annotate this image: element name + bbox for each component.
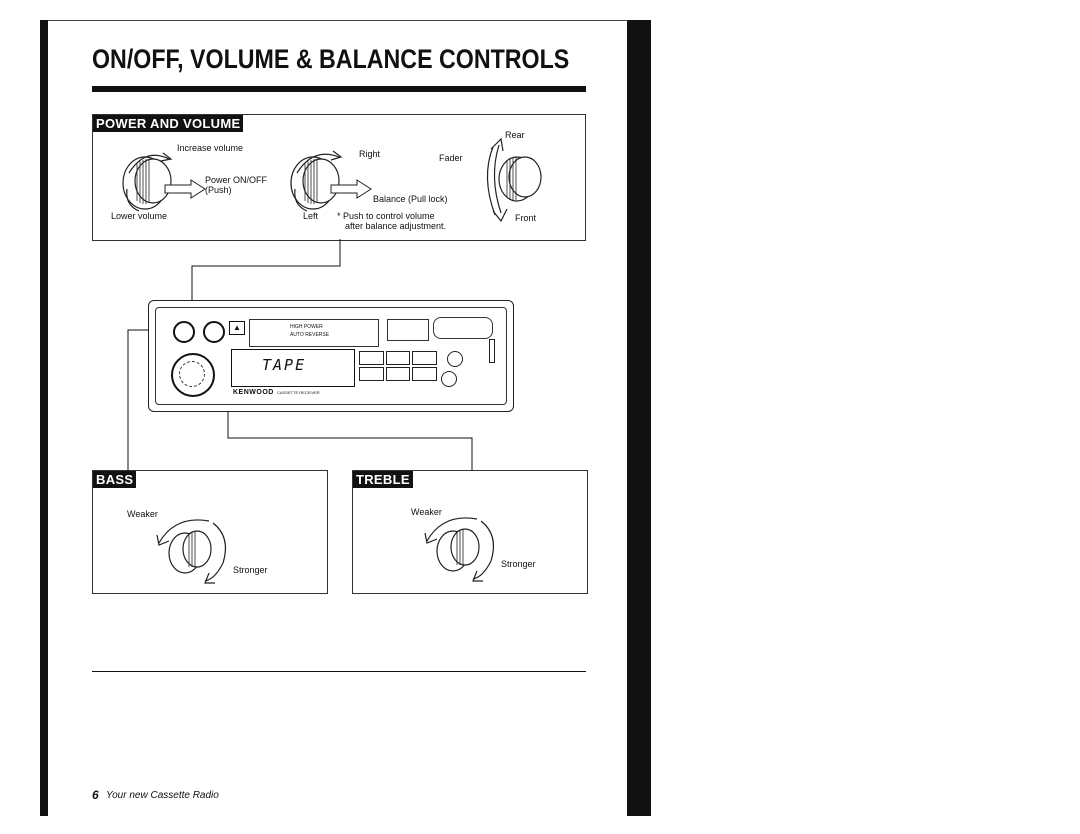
footer-text: Your new Cassette Radio: [106, 790, 219, 801]
balance-note-line2: after balance adjustment.: [345, 221, 447, 231]
kenwood-logo: KENWOOD: [233, 389, 274, 396]
push-label: (Push): [205, 185, 232, 195]
bass-tag: BASS: [93, 471, 137, 488]
footer-rule: [92, 671, 586, 672]
lcd-display: TAPE: [231, 349, 355, 387]
increase-volume-label: Increase volume: [177, 143, 244, 153]
model-text: CASSETTE RECEIVER: [277, 390, 320, 395]
top-right-buttons[interactable]: [433, 317, 493, 339]
bass-knob[interactable]: [203, 321, 225, 343]
high-power-text: HIGH POWER: [290, 324, 323, 330]
power-volume-tag: POWER AND VOLUME: [93, 115, 244, 132]
power-onoff-label: Power ON/OFF: [205, 175, 268, 185]
display-text: TAPE: [262, 356, 307, 374]
bass-stronger-label: Stronger: [233, 565, 268, 575]
auto-reverse-text: AUTO REVERSE: [290, 332, 330, 338]
balance-knob-illustration: [290, 150, 343, 212]
treble-panel: TREBLE Weaker Stronger: [352, 470, 588, 594]
title-rule: [92, 86, 586, 92]
bass-knob-illustration: [156, 519, 226, 584]
volume-knob[interactable]: [173, 321, 195, 343]
left-label: Left: [303, 211, 319, 221]
bass-panel: BASS Weaker Stronger: [92, 470, 328, 594]
cassette-slot: HIGH POWER AUTO REVERSE: [249, 319, 379, 347]
release-button[interactable]: [489, 339, 495, 363]
treble-tag: TREBLE: [353, 471, 413, 488]
lower-volume-label: Lower volume: [111, 211, 168, 221]
treble-weaker-label: Weaker: [411, 507, 442, 517]
rear-label: Rear: [505, 130, 525, 140]
page-border-left: [40, 20, 48, 816]
push-arrow-icon: [164, 179, 206, 199]
bass-weaker-label: Weaker: [127, 509, 158, 519]
page-number: 6: [92, 788, 99, 802]
eject-button[interactable]: ▲: [229, 321, 245, 335]
pull-arrow-icon: [330, 179, 372, 199]
front-label: Front: [515, 213, 537, 223]
round-button-am[interactable]: [441, 371, 457, 387]
round-button-fm[interactable]: [447, 351, 463, 367]
balance-label: Balance (Pull lock): [373, 194, 448, 204]
right-label: Right: [359, 149, 381, 159]
cassette-radio-unit: ▲ HIGH POWER AUTO REVERSE TAPE KENWOOD C…: [148, 300, 514, 412]
page-border-right: [627, 20, 651, 816]
fader-knob-illustration: [486, 137, 542, 223]
treble-knob-illustration: [424, 517, 494, 582]
big-control-knob[interactable]: [171, 353, 215, 397]
power-volume-panel: POWER AND VOLUME Increase volume Power O…: [92, 114, 586, 241]
balance-note-line1: * Push to control volume: [337, 211, 435, 221]
page-title: ON/OFF, VOLUME & BALANCE CONTROLS: [92, 44, 570, 74]
volume-knob-illustration: [122, 152, 173, 212]
fader-label: Fader: [439, 153, 463, 163]
radio-faceplate: [155, 307, 507, 405]
page-top-line: [48, 20, 628, 21]
preset-buttons[interactable]: [359, 351, 437, 381]
mode-buttons[interactable]: [387, 319, 429, 341]
treble-stronger-label: Stronger: [501, 559, 536, 569]
